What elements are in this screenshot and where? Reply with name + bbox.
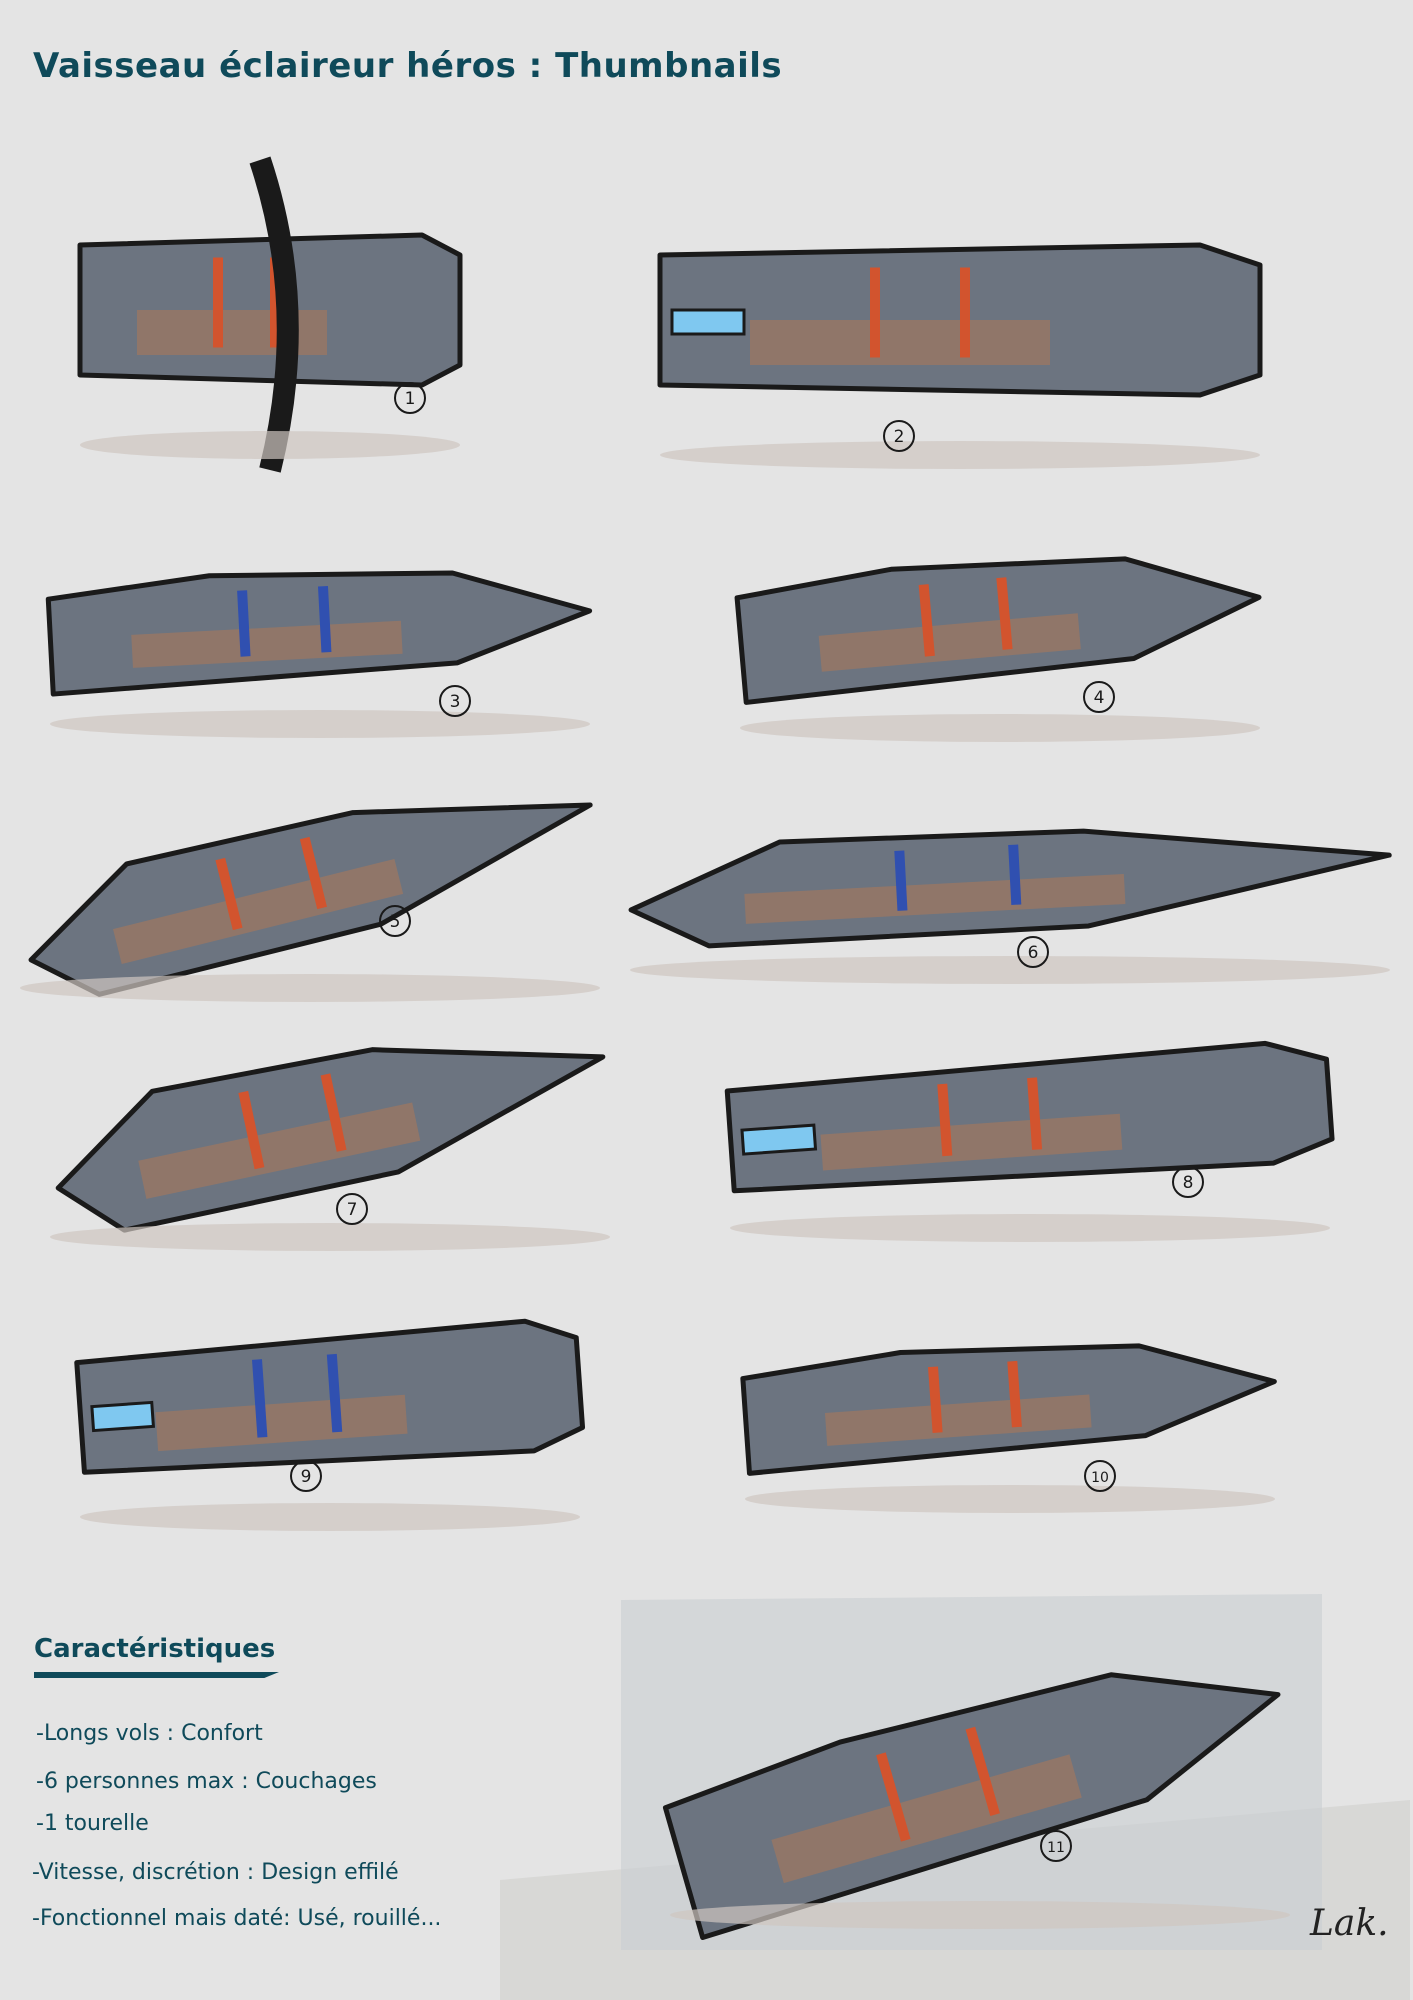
rust-patch: [818, 613, 1081, 672]
thumbnail-number: 3: [450, 692, 461, 712]
thumbnail-number-circle: [439, 685, 471, 717]
hull-stripe: [928, 1366, 943, 1433]
ship-sketch: [740, 1343, 1277, 1476]
hull-stripe: [1008, 844, 1022, 905]
thumbnail-number: 11: [1047, 1840, 1065, 1856]
ship-shadow: [50, 1223, 610, 1251]
ship-wing: [249, 156, 299, 473]
thumbnail-number-circle: [394, 382, 426, 414]
characteristic-item: -6 personnes max : Couchages: [36, 1769, 377, 1794]
thumbnail-number: 6: [1028, 943, 1039, 963]
thumbnail-number: 4: [1094, 688, 1105, 708]
thumbnail-number-circle: [1172, 1166, 1204, 1198]
ship-shadow: [660, 441, 1260, 469]
ship-sketch: [724, 1040, 1335, 1194]
engine-glow: [670, 308, 746, 336]
thumbnail-number-circle: [1017, 936, 1049, 968]
page-title: Vaisseau éclaireur héros : Thumbnails: [33, 46, 783, 86]
hull-stripe: [1027, 1077, 1043, 1150]
thumbnail-number: 9: [301, 1467, 312, 1487]
rust-patch: [824, 1394, 1092, 1446]
hull-stripe: [918, 584, 935, 657]
ship-sketch: [734, 556, 1262, 705]
thumbnail-number-circle: [883, 420, 915, 452]
ship-sketch: [662, 1672, 1281, 1941]
characteristic-item: -Vitesse, discrétion : Design effilé: [32, 1860, 399, 1885]
ship-shadow: [80, 431, 460, 459]
rust-patch: [138, 1102, 421, 1199]
ship-shadow: [80, 1503, 580, 1531]
rust-patch: [744, 874, 1126, 924]
ship-shadow: [630, 956, 1390, 984]
thumbnail-number-circle: [379, 905, 411, 937]
hull-stripe: [1007, 1360, 1022, 1428]
characteristic-item: -1 tourelle: [36, 1811, 149, 1836]
ship-shadow: [740, 714, 1260, 742]
rust-patch: [155, 1394, 408, 1452]
hull-stripe: [965, 1726, 1000, 1817]
characteristic-item: -Longs vols : Confort: [36, 1721, 263, 1746]
hull-stripe: [213, 257, 223, 348]
characteristics-heading: Caractéristiques: [34, 1634, 276, 1664]
ship-shadow: [20, 974, 600, 1002]
hull-stripe: [876, 1752, 911, 1842]
ship-shadow: [745, 1485, 1275, 1513]
hull-stripe: [960, 267, 970, 358]
ship-shadow: [670, 1901, 1290, 1929]
rust-patch: [820, 1113, 1123, 1171]
engine-glow: [740, 1123, 818, 1156]
rust-patch: [771, 1754, 1082, 1884]
rust-patch: [750, 320, 1050, 365]
thumbnail-number-circle: [290, 1460, 322, 1492]
hull-stripe: [237, 590, 251, 657]
hull-stripe: [894, 850, 908, 911]
hull-stripe: [238, 1090, 265, 1170]
ship-shadow: [730, 1214, 1330, 1242]
hull-stripe: [299, 836, 327, 910]
rust-patch: [113, 858, 404, 965]
ship-sketch: [628, 828, 1392, 949]
rust-patch: [131, 620, 403, 668]
thumbnail-number: 2: [894, 427, 905, 447]
thumbnail-number: 1: [405, 389, 416, 409]
ship-shadow: [50, 710, 590, 738]
thumbnail-number: 5: [390, 912, 401, 932]
thumbnail-number: 8: [1183, 1173, 1194, 1193]
hull-stripe: [215, 857, 243, 931]
characteristic-item: -Fonctionnel mais daté: Usé, rouillé...: [32, 1906, 442, 1931]
engine-glow: [90, 1400, 156, 1433]
hull-stripe: [326, 1353, 343, 1433]
ship-sketch: [77, 156, 463, 473]
thumbnail-number-circle: [1040, 1830, 1072, 1862]
heading-underline: [34, 1672, 279, 1678]
hull-stripe: [996, 577, 1013, 650]
ship-sketch: [657, 242, 1263, 398]
hull-stripe: [870, 267, 880, 358]
artist-signature: Lak.: [1309, 1903, 1389, 1944]
thumbnail-number-circle: [1083, 681, 1115, 713]
hull-stripe: [317, 586, 332, 653]
hull-stripe: [320, 1073, 347, 1152]
hull-stripe: [270, 257, 280, 348]
thumbnail-number-circle: [336, 1193, 368, 1225]
ship-sketch: [55, 1047, 606, 1233]
ship-sketch: [74, 1318, 586, 1475]
hull-stripe: [252, 1359, 268, 1438]
thumbnail-number: 10: [1091, 1470, 1109, 1486]
ship-sketch: [28, 802, 593, 997]
thumbnail-number-circle: [1084, 1460, 1116, 1492]
thumbnail-number: 7: [347, 1200, 358, 1220]
hull-stripe: [937, 1083, 953, 1157]
ship-sketch: [45, 570, 593, 697]
